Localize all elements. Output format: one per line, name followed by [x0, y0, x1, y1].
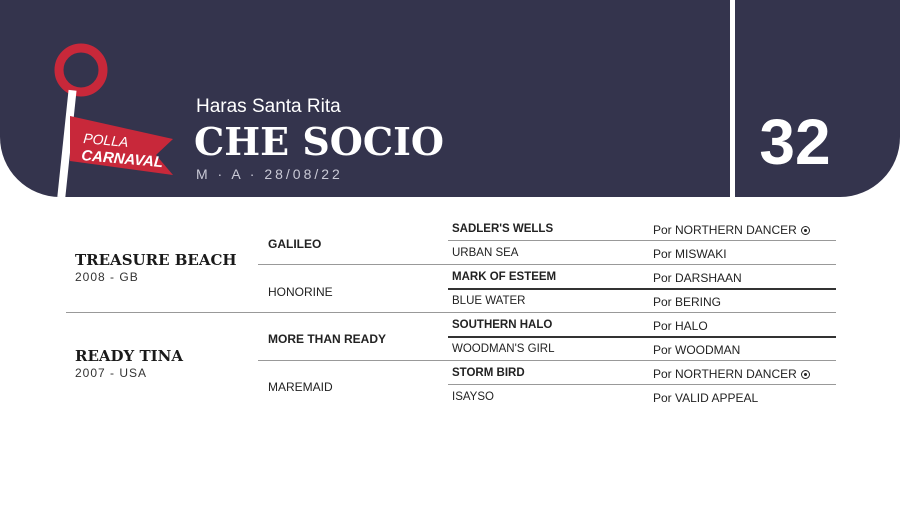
horse-meta: M · A · 28/08/22 [196, 166, 343, 182]
ancestor-name: MARK OF ESTEEM [452, 271, 557, 283]
ancestor-name: WOODMAN'S GIRL [452, 343, 555, 355]
ancestor-name: ISAYSO [452, 391, 494, 403]
dam-dam: MAREMAID [268, 380, 333, 394]
ancestor-sire: Por NORTHERN DANCER [653, 367, 810, 381]
dam-name: READY TINA [75, 347, 184, 365]
ancestor-sire: Por DARSHAAN [653, 271, 742, 285]
ancestor-sire: Por VALID APPEAL [653, 391, 759, 405]
target-icon [800, 226, 810, 235]
target-icon [800, 370, 810, 379]
ancestor-name: SADLER'S WELLS [452, 223, 554, 235]
ancestor-name: BLUE WATER [452, 295, 526, 307]
ancestor-sire: Por HALO [653, 319, 708, 333]
polla-carnaval-logo: POLLA CARNAVAL [54, 43, 173, 197]
sire-dam: HONORINE [268, 285, 333, 299]
ancestor-sire: Por NORTHERN DANCER [653, 223, 810, 237]
dam-meta: 2007 - USA [75, 366, 148, 380]
breeder-name: Haras Santa Rita [196, 96, 341, 117]
row-divider [448, 336, 836, 338]
sire-name: TREASURE BEACH [75, 251, 237, 269]
ancestor-name: SOUTHERN HALO [452, 319, 553, 331]
row-divider [258, 360, 836, 361]
ancestor-sire: Por WOODMAN [653, 343, 741, 357]
header-divider [730, 0, 735, 197]
dam-sire: MORE THAN READY [268, 332, 387, 346]
ancestor-sire: Por MISWAKI [653, 247, 727, 261]
ancestor-sire: Por BERING [653, 295, 722, 309]
ancestor-name: STORM BIRD [452, 367, 525, 379]
sire-meta: 2008 - GB [75, 270, 139, 284]
row-divider [66, 312, 836, 313]
ancestor-name: URBAN SEA [452, 247, 519, 259]
sire-sire: GALILEO [268, 237, 322, 251]
logo-text-top: POLLA [83, 130, 129, 150]
header-banner: POLLA CARNAVAL Haras Santa Rita CHE SOCI… [0, 0, 900, 197]
row-divider [258, 264, 836, 265]
row-divider [448, 288, 836, 290]
horse-name: CHE SOCIO [194, 119, 445, 164]
row-divider [448, 384, 836, 385]
lot-number: 32 [759, 106, 831, 178]
row-divider [448, 240, 836, 241]
